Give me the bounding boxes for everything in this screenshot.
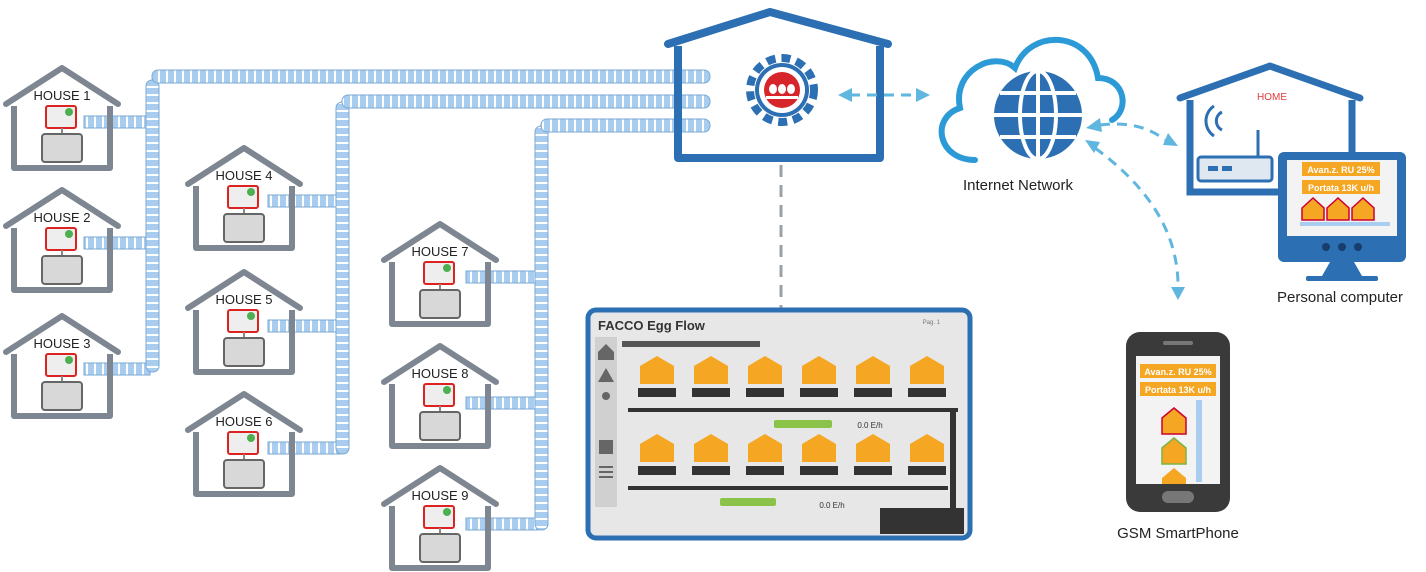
egg-counter-hex [800, 434, 838, 475]
house-label: HOUSE 2 [33, 210, 90, 225]
status-led [247, 312, 255, 320]
bin-icon [223, 337, 265, 367]
bin-icon [223, 459, 265, 489]
data-arrows [850, 93, 1180, 291]
rate-bottom: 0.0 E/h [819, 501, 844, 510]
status-led [247, 188, 255, 196]
home-building: HOME [1176, 62, 1364, 196]
screen-title: FACCO Egg Flow [598, 318, 706, 333]
egg-counter-hex [854, 356, 892, 397]
egg-counter-hex [800, 356, 838, 397]
house-label: HOUSE 4 [215, 168, 272, 183]
calendar-icon [599, 440, 613, 454]
rate-top: 0.0 E/h [857, 421, 882, 430]
screen-topbar [622, 341, 760, 347]
phone-badge-1 [1140, 364, 1216, 378]
egg-counter-hex [908, 356, 946, 397]
phone-badge-2-text: Portata 13K u/h [1145, 385, 1211, 395]
bin-icon [419, 411, 461, 441]
smartphone: Avan.z. RU 25% Portata 13K u/h [1126, 332, 1230, 512]
egg-counter-hex [854, 434, 892, 475]
green-status-2 [720, 498, 776, 506]
egg-counter-hex [638, 356, 676, 397]
house-2: HOUSE 2 [3, 187, 121, 293]
house-label: HOUSE 9 [411, 488, 468, 503]
pc-mini-houses [1300, 196, 1390, 226]
globe-icon [994, 69, 1082, 161]
egg-counter-hex [746, 434, 784, 475]
personal-computer: Avan.z. RU 25% Portata 13K u/h [1278, 152, 1406, 281]
phone-badge-2 [1140, 382, 1216, 396]
gear-icon [746, 54, 818, 126]
screen-sidebar [595, 337, 617, 507]
bin-icon [419, 533, 461, 563]
house-label: HOUSE 8 [411, 366, 468, 381]
house-label: HOUSE 7 [411, 244, 468, 259]
houses-group: HOUSE 1 HOUSE 2 HOUSE 3 HOUSE 4 HOUSE 5 HOUSE… [3, 65, 499, 571]
bin-icon [41, 133, 83, 163]
house-3: HOUSE 3 [3, 313, 121, 419]
bin-icon [223, 213, 265, 243]
status-led [443, 264, 451, 272]
bin-icon [41, 255, 83, 285]
conveyor-network [83, 69, 711, 531]
arrow-heads [838, 88, 1185, 300]
house-8: HOUSE 8 [381, 343, 499, 449]
egg-counter-hex [638, 434, 676, 475]
green-status-1 [774, 420, 832, 428]
status-led [65, 108, 73, 116]
egg-counter-hexes [638, 356, 946, 475]
house-label: HOUSE 5 [215, 292, 272, 307]
house-label: HOUSE 6 [215, 414, 272, 429]
eggflow-screen: FACCO Egg Flow Pag. 1 0.0 E/h 0.0 E/h [585, 307, 973, 541]
pc-label: Personal computer [1277, 289, 1403, 306]
egg-counter-hex [692, 434, 730, 475]
status-led [65, 230, 73, 238]
phone-label: GSM SmartPhone [1117, 525, 1239, 542]
house-label: HOUSE 3 [33, 336, 90, 351]
internet-label: Internet Network [963, 177, 1074, 194]
bin-icon [419, 289, 461, 319]
house-4: HOUSE 4 [185, 145, 303, 251]
house-label: HOUSE 1 [33, 88, 90, 103]
pc-badge-2 [1302, 180, 1380, 194]
egg-counter-hex [746, 356, 784, 397]
status-led [247, 434, 255, 442]
egg-counter-hex [908, 434, 946, 475]
status-led [443, 508, 451, 516]
pc-badge-1-text: Avan.z. RU 25% [1307, 165, 1374, 175]
home-icon [598, 344, 614, 360]
router-icon [1196, 104, 1274, 183]
house-5: HOUSE 5 [185, 269, 303, 375]
pc-badge-2-text: Portata 13K u/h [1308, 183, 1374, 193]
bin-icon [41, 381, 83, 411]
pc-badge-1 [1302, 162, 1380, 176]
status-led [443, 386, 451, 394]
egg-counter-hex [692, 356, 730, 397]
house-9: HOUSE 9 [381, 465, 499, 571]
home-label: HOME [1257, 92, 1287, 103]
house-7: HOUSE 7 [381, 221, 499, 327]
screen-page-num: Pag. 1 [923, 320, 941, 326]
alarm-icon [598, 368, 614, 382]
central-station [664, 8, 892, 162]
screen-dark-panel [880, 508, 964, 534]
cloud-icon [938, 36, 1126, 163]
house-1: HOUSE 1 [3, 65, 121, 171]
list-icon [599, 466, 613, 468]
phone-badge-1-text: Avan.z. RU 25% [1144, 367, 1211, 377]
house-6: HOUSE 6 [185, 391, 303, 497]
status-led [65, 356, 73, 364]
user-icon [602, 392, 610, 400]
